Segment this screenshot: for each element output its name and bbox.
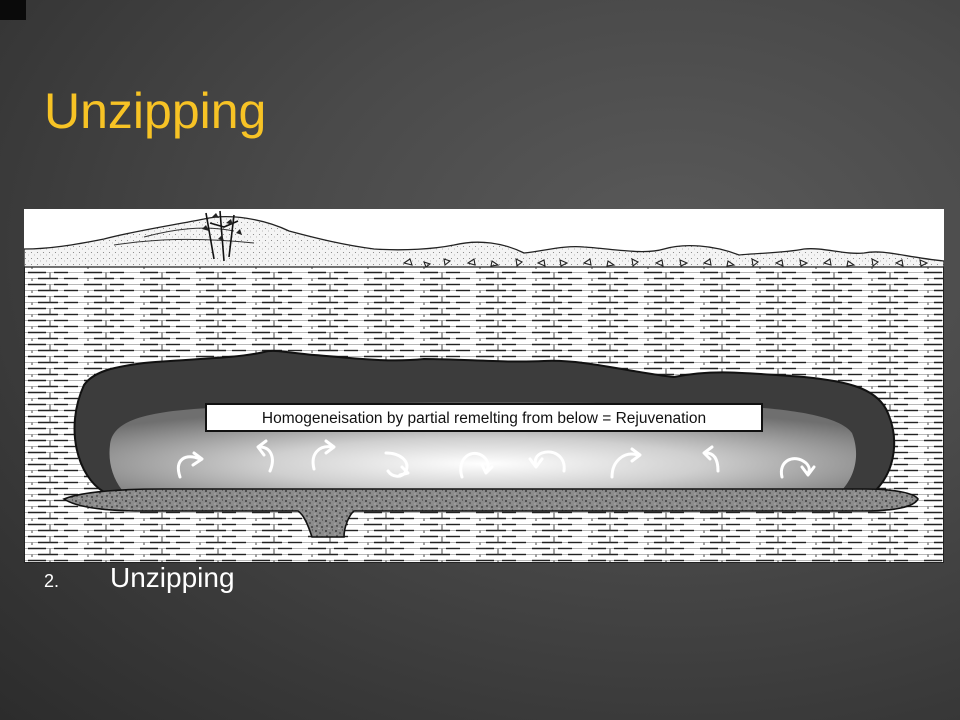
basaltic-sill (62, 488, 919, 538)
convection-arrow-6-icon (528, 450, 566, 473)
magma-chamber-diagram: Homogeneisation by partial remelting fro… (24, 209, 944, 563)
convection-arrow-7-icon (610, 447, 642, 479)
bullet-text: Unzipping (110, 562, 235, 593)
convection-arrow-9-icon (779, 457, 816, 479)
bullet-item: 2. Unzipping (44, 562, 644, 594)
corner-mark (0, 0, 26, 20)
convection-arrow-4-icon (384, 451, 410, 478)
bullet-number: 2. (44, 571, 60, 591)
convection-arrows (177, 439, 816, 479)
convection-arrow-2-icon (256, 439, 274, 473)
vent-fragments (202, 213, 242, 241)
sky (24, 209, 944, 261)
convection-arrow-8-icon (702, 445, 720, 473)
process-label: Homogeneisation by partial remelting fro… (262, 410, 706, 427)
slide-title: Unzipping (44, 83, 267, 139)
surface-deposits (24, 216, 944, 268)
convection-arrow-5-icon (459, 451, 494, 479)
scree-fragments (402, 258, 929, 268)
convection-arrow-3-icon (311, 439, 336, 471)
convection-arrow-1-icon (177, 451, 204, 479)
slide-bullet-list: 2. Unzipping (44, 562, 644, 594)
process-label-box (205, 403, 763, 432)
